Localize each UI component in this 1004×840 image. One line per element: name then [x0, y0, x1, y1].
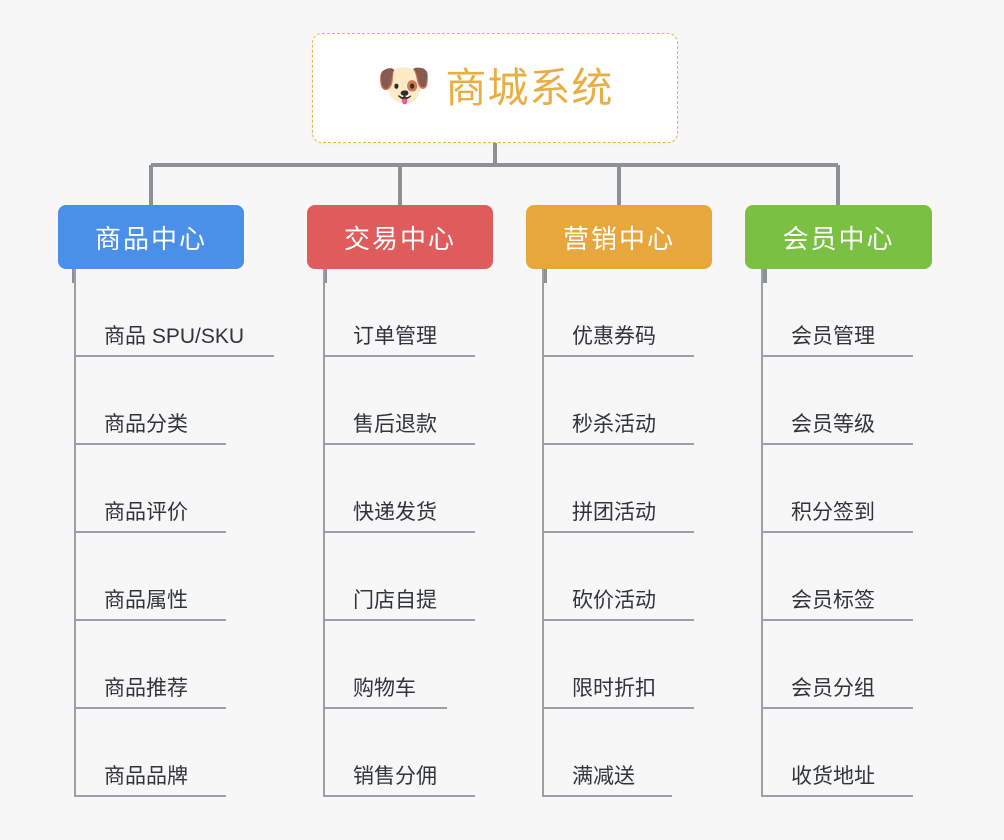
branch-header-member-center[interactable]: 会员中心 — [745, 205, 932, 269]
root-node[interactable]: 🐶 商城系统 — [312, 33, 678, 143]
branch-column-marketing-center: 营销中心优惠券码秒杀活动拼团活动砍价活动限时折扣满减送 — [526, 205, 712, 797]
leaf-underline — [323, 707, 447, 709]
leaf-underline — [542, 355, 694, 357]
leaf-spine — [323, 269, 325, 797]
branch-column-member-center: 会员中心会员管理会员等级积分签到会员标签会员分组收货地址 — [745, 205, 932, 797]
leaf-item[interactable]: 优惠券码 — [542, 269, 712, 357]
leaf-item[interactable]: 商品评价 — [74, 445, 244, 533]
leaf-underline — [761, 619, 913, 621]
leaf-item[interactable]: 购物车 — [323, 621, 493, 709]
leaf-item[interactable]: 秒杀活动 — [542, 357, 712, 445]
leaf-label: 商品评价 — [104, 501, 188, 524]
leaf-label: 满减送 — [572, 765, 635, 788]
leaf-underline — [74, 443, 226, 445]
branch-header-label: 商品中心 — [94, 223, 207, 254]
leaf-label: 会员分组 — [791, 677, 875, 700]
leaf-label: 限时折扣 — [572, 677, 656, 700]
branch-header-marketing-center[interactable]: 营销中心 — [526, 205, 712, 269]
branch-header-trade-center[interactable]: 交易中心 — [307, 205, 493, 269]
leaf-list-marketing-center: 优惠券码秒杀活动拼团活动砍价活动限时折扣满减送 — [542, 269, 712, 797]
leaf-underline — [323, 355, 475, 357]
leaf-label: 优惠券码 — [572, 325, 656, 348]
leaf-item[interactable]: 售后退款 — [323, 357, 493, 445]
leaf-item[interactable]: 商品品牌 — [74, 709, 244, 797]
leaf-item[interactable]: 商品分类 — [74, 357, 244, 445]
leaf-underline — [542, 619, 694, 621]
leaf-label: 销售分佣 — [353, 765, 437, 788]
leaf-item[interactable]: 商品推荐 — [74, 621, 244, 709]
leaf-item[interactable]: 积分签到 — [761, 445, 932, 533]
leaf-label: 砍价活动 — [572, 589, 656, 612]
leaf-label: 秒杀活动 — [572, 413, 656, 436]
leaf-underline — [761, 795, 913, 797]
leaf-label: 积分签到 — [791, 501, 875, 524]
leaf-label: 会员等级 — [791, 413, 875, 436]
leaf-underline — [542, 443, 694, 445]
leaf-label: 门店自提 — [353, 589, 437, 612]
branch-header-label: 会员中心 — [782, 223, 895, 254]
branch-header-product-center[interactable]: 商品中心 — [58, 205, 244, 269]
leaf-item[interactable]: 销售分佣 — [323, 709, 493, 797]
leaf-underline — [323, 443, 475, 445]
leaf-item[interactable]: 限时折扣 — [542, 621, 712, 709]
leaf-underline — [74, 531, 226, 533]
branch-header-label: 交易中心 — [343, 223, 456, 254]
leaf-label: 会员管理 — [791, 325, 875, 348]
leaf-underline — [74, 619, 226, 621]
leaf-spine — [542, 269, 544, 797]
leaf-list-trade-center: 订单管理售后退款快递发货门店自提购物车销售分佣 — [323, 269, 493, 797]
leaf-item[interactable]: 收货地址 — [761, 709, 932, 797]
leaf-item[interactable]: 订单管理 — [323, 269, 493, 357]
leaf-label: 收货地址 — [791, 765, 875, 788]
leaf-item[interactable]: 会员分组 — [761, 621, 932, 709]
leaf-label: 售后退款 — [353, 413, 437, 436]
leaf-label: 商品属性 — [104, 589, 188, 612]
leaf-underline — [323, 531, 475, 533]
leaf-label: 商品推荐 — [104, 677, 188, 700]
root-title: 商城系统 — [445, 64, 614, 111]
leaf-label: 商品品牌 — [104, 765, 188, 788]
leaf-item[interactable]: 商品属性 — [74, 533, 244, 621]
leaf-item[interactable]: 会员等级 — [761, 357, 932, 445]
leaf-underline — [761, 443, 913, 445]
leaf-underline — [542, 707, 694, 709]
leaf-list-member-center: 会员管理会员等级积分签到会员标签会员分组收货地址 — [761, 269, 932, 797]
leaf-label: 商品分类 — [104, 413, 188, 436]
leaf-underline — [323, 619, 475, 621]
branch-column-product-center: 商品中心商品 SPU/SKU 商品分类商品评价商品属性商品推荐商品品牌 — [58, 205, 274, 797]
leaf-spine — [761, 269, 763, 797]
leaf-label: 会员标签 — [791, 589, 875, 612]
leaf-underline — [761, 707, 913, 709]
branch-header-label: 营销中心 — [562, 223, 675, 254]
leaf-label: 商品 SPU/SKU — [104, 325, 245, 348]
leaf-item[interactable]: 拼团活动 — [542, 445, 712, 533]
leaf-underline — [542, 795, 672, 797]
leaf-item[interactable]: 会员管理 — [761, 269, 932, 357]
leaf-item[interactable]: 门店自提 — [323, 533, 493, 621]
leaf-underline — [761, 531, 913, 533]
leaf-item[interactable]: 满减送 — [542, 709, 712, 797]
leaf-item[interactable]: 商品 SPU/SKU — [74, 269, 274, 357]
leaf-item[interactable]: 快递发货 — [323, 445, 493, 533]
leaf-label: 订单管理 — [353, 325, 437, 348]
branch-column-trade-center: 交易中心订单管理售后退款快递发货门店自提购物车销售分佣 — [307, 205, 493, 797]
leaf-list-product-center: 商品 SPU/SKU 商品分类商品评价商品属性商品推荐商品品牌 — [74, 269, 274, 797]
leaf-item[interactable]: 会员标签 — [761, 533, 932, 621]
leaf-item[interactable]: 砍价活动 — [542, 533, 712, 621]
dog-face-icon: 🐶 — [376, 61, 432, 110]
leaf-underline — [74, 795, 226, 797]
leaf-underline — [74, 707, 226, 709]
leaf-underline — [542, 531, 694, 533]
leaf-label: 快递发货 — [353, 501, 437, 524]
leaf-underline — [323, 795, 475, 797]
leaf-label: 拼团活动 — [572, 501, 656, 524]
leaf-underline — [74, 355, 274, 357]
leaf-spine — [74, 269, 76, 797]
leaf-label: 购物车 — [353, 677, 416, 700]
leaf-underline — [761, 355, 913, 357]
